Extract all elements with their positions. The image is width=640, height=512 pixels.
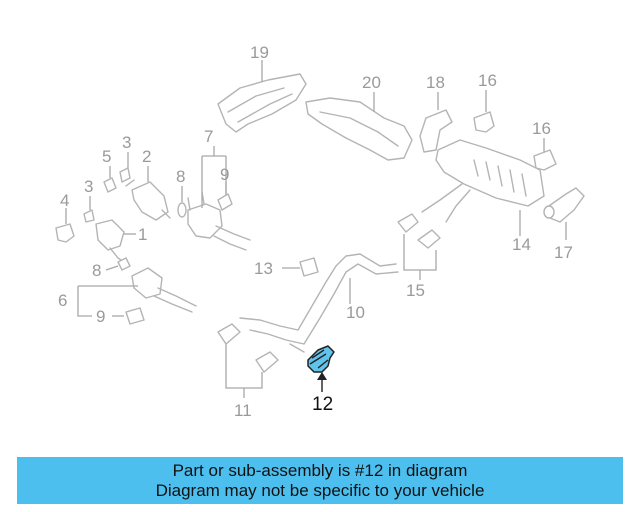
part-13-hanger (282, 257, 319, 277)
part-8-gasket-upper (177, 186, 187, 218)
part-2-converter (125, 166, 171, 221)
label-8-lower: 8 (92, 261, 101, 280)
label-5: 5 (102, 147, 111, 166)
part-9-bracket-upper (217, 182, 233, 211)
part-9-bracket-lower (125, 307, 145, 325)
label-14: 14 (512, 235, 531, 254)
exhaust-system-diagram: 19 20 18 16 16 14 17 (55, 43, 585, 420)
label-16-lower: 16 (532, 119, 551, 138)
label-3-lower: 3 (84, 177, 93, 196)
part-20-heat-shield (305, 92, 413, 161)
part-5-stud (103, 166, 117, 193)
part-7-converter (187, 146, 251, 251)
part-3-fastener-lower (83, 196, 95, 223)
part-11-clamps (217, 323, 279, 398)
part-15-clamps (397, 213, 441, 280)
label-9-lower: 9 (96, 307, 105, 326)
part-17-tailpipe-tip (543, 187, 585, 240)
label-10: 10 (346, 303, 365, 322)
label-7: 7 (204, 127, 213, 146)
label-16-upper: 16 (478, 71, 497, 90)
label-17: 17 (554, 243, 573, 262)
part-10-center-pipe (239, 253, 399, 353)
label-11: 11 (234, 401, 252, 420)
part-6-front-pipe (77, 257, 197, 317)
info-banner: Part or sub-assembly is #12 in diagram D… (17, 457, 623, 504)
label-18: 18 (426, 73, 445, 92)
part-18-bracket (419, 92, 453, 153)
label-6: 6 (58, 291, 67, 310)
banner-line-1: Part or sub-assembly is #12 in diagram (172, 460, 468, 480)
part-16-hanger-lower (533, 138, 557, 171)
label-2: 2 (142, 147, 151, 166)
part-14-rear-muffler (421, 139, 545, 236)
label-4: 4 (60, 191, 69, 210)
part-16-hanger-upper (473, 90, 495, 133)
part-1-manifold (95, 219, 136, 263)
label-8-upper: 8 (176, 167, 185, 186)
label-12[interactable]: 12 (312, 394, 333, 415)
part-19-heat-shield (217, 60, 307, 133)
label-13: 13 (254, 259, 273, 278)
part-4-shield (55, 208, 75, 243)
label-1: 1 (138, 225, 147, 244)
part-3-fastener-upper (119, 152, 131, 183)
label-15: 15 (406, 281, 425, 300)
label-20: 20 (362, 73, 381, 92)
label-19: 19 (250, 43, 269, 62)
part-12-highlighted[interactable] (307, 345, 335, 392)
label-3-upper: 3 (122, 133, 131, 152)
banner-line-2: Diagram may not be specific to your vehi… (155, 480, 485, 500)
label-9-upper: 9 (220, 165, 229, 184)
